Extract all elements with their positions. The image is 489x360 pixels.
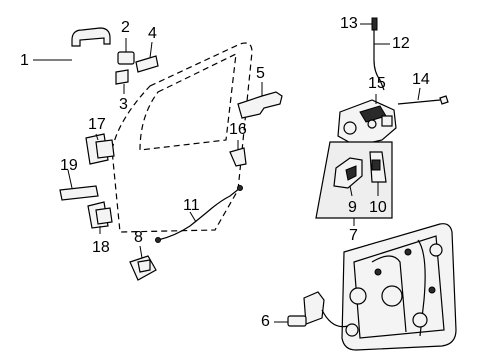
leader-17 (95, 133, 99, 141)
callout-13: 13 (340, 15, 358, 32)
lower-hinge-part (87, 201, 113, 229)
window-regulator-module-part (341, 223, 457, 351)
callout-17: 17 (88, 116, 106, 133)
callout-18: 18 (92, 239, 110, 256)
callout-19: 19 (60, 157, 78, 174)
inside-handle-bezel-part (369, 151, 387, 183)
leader-11 (189, 211, 197, 223)
callout-12: 12 (392, 35, 410, 52)
leader-8 (139, 245, 143, 259)
callout-8: 8 (134, 229, 143, 246)
cable-end-left (155, 237, 161, 243)
release-cable-part (157, 187, 241, 241)
callout-4: 4 (148, 25, 157, 42)
inside-rod-part (397, 99, 441, 105)
callout-2: 2 (121, 19, 130, 36)
cable-end-right (237, 185, 243, 191)
callout-1: 1 (20, 52, 29, 69)
window-motor-harness-part (287, 291, 349, 328)
callout-5: 5 (256, 65, 265, 82)
handle-cap-part (117, 51, 135, 65)
inside-handle-part (333, 157, 363, 189)
leader-4 (149, 41, 153, 59)
leader-9 (349, 185, 353, 197)
callout-11: 11 (183, 197, 200, 214)
callout-7: 7 (349, 227, 358, 244)
bracket-3-part (115, 69, 129, 85)
rear-bracket-part (237, 91, 283, 119)
rod-cap-part (371, 17, 378, 31)
callout-14: 14 (412, 71, 430, 88)
door-outline (111, 42, 253, 233)
callout-10: 10 (369, 199, 387, 216)
check-strap-part (59, 185, 99, 201)
lock-rod-part (373, 30, 385, 91)
actuator-bracket-part (129, 255, 157, 281)
callout-16: 16 (229, 121, 247, 138)
outside-handle-part (71, 27, 111, 47)
door-latch-assembly-part (337, 99, 397, 147)
callout-3: 3 (119, 96, 128, 113)
inside-rod-end (439, 95, 449, 105)
upper-hinge-part (85, 133, 115, 165)
callout-9: 9 (348, 199, 357, 216)
door-window-outline (139, 52, 237, 151)
callout-15: 15 (368, 75, 386, 92)
handle-insert-part (135, 55, 159, 73)
leader-19 (67, 169, 73, 189)
callout-6: 6 (261, 313, 270, 330)
latch-clip-part (229, 147, 247, 167)
leader-14 (417, 87, 421, 101)
